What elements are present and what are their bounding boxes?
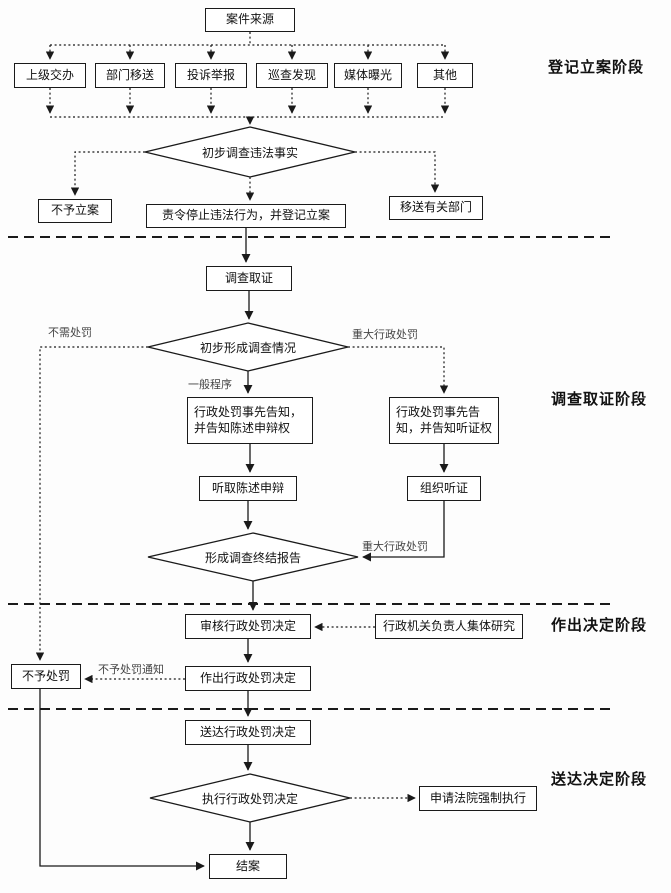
node-penalty-prior-notice-defense: 行政处罚事先告知，并告知陈述申辩权	[187, 397, 313, 444]
node-media-exposure: 媒体曝光	[334, 63, 402, 88]
node-department-transfer: 部门移送	[95, 63, 165, 88]
node-deliver-penalty-decision: 送达行政处罚决定	[185, 720, 311, 745]
label-diamond-execute-decision: 执行行政处罚决定	[201, 791, 298, 806]
node-case-source: 案件来源	[205, 8, 295, 32]
node-no-penalty: 不予处罚	[11, 664, 81, 689]
node-order-stop-and-register: 责令停止违法行为，并登记立案	[146, 204, 346, 228]
stage-dividers	[8, 236, 612, 710]
stage-label-filing: 登记立案阶段	[548, 59, 645, 76]
node-inspection-discovery: 巡查发现	[256, 63, 328, 88]
label-diamond-preliminary-investigation: 初步调查违法事实	[201, 145, 298, 160]
edge-label-no-penalty-needed: 不需处罚	[48, 327, 92, 339]
stage-label-investigation: 调查取证阶段	[551, 391, 648, 408]
stage-label-delivery: 送达决定阶段	[551, 771, 648, 788]
node-transfer-relevant-department: 移送有关部门	[389, 196, 483, 220]
decision-diamond-final-report	[147, 532, 359, 582]
node-close-case: 结案	[209, 854, 287, 879]
node-organize-hearing: 组织听证	[407, 476, 481, 501]
node-superior-assignment: 上级交办	[14, 63, 86, 88]
decision-diamond-preliminary-investigation	[144, 126, 356, 178]
node-review-penalty-decision: 审核行政处罚决定	[185, 614, 311, 639]
node-apply-court-enforcement: 申请法院强制执行	[419, 786, 537, 811]
node-complaint-report: 投诉举报	[175, 63, 247, 88]
node-collective-study: 行政机关负责人集体研究	[375, 614, 523, 639]
dotted-edges	[35, 32, 450, 803]
edge-label-general-procedure: 一般程序	[188, 379, 232, 391]
node-investigate-evidence: 调查取证	[206, 266, 292, 291]
edge-label-major-penalty-2: 重大行政处罚	[362, 541, 428, 553]
node-no-filing: 不予立案	[38, 199, 112, 223]
stage-label-decision: 作出决定阶段	[551, 617, 648, 634]
label-diamond-investigation-situation: 初步形成调查情况	[199, 340, 296, 355]
node-penalty-prior-notice-hearing: 行政处罚事先告知，并告知听证权	[389, 397, 499, 444]
solid-edges	[39, 228, 449, 871]
node-make-penalty-decision: 作出行政处罚决定	[185, 666, 311, 691]
decision-diamond-investigation-situation	[147, 322, 349, 372]
label-diamond-final-report: 形成调查终结报告	[204, 550, 301, 565]
node-other-source: 其他	[417, 63, 473, 88]
decision-diamond-execute-decision	[149, 773, 351, 823]
edge-label-major-penalty-1: 重大行政处罚	[352, 329, 418, 341]
edge-label-no-penalty-notice: 不予处罚通知	[98, 664, 164, 676]
node-listen-statement-defense: 听取陈述申辩	[199, 476, 297, 501]
